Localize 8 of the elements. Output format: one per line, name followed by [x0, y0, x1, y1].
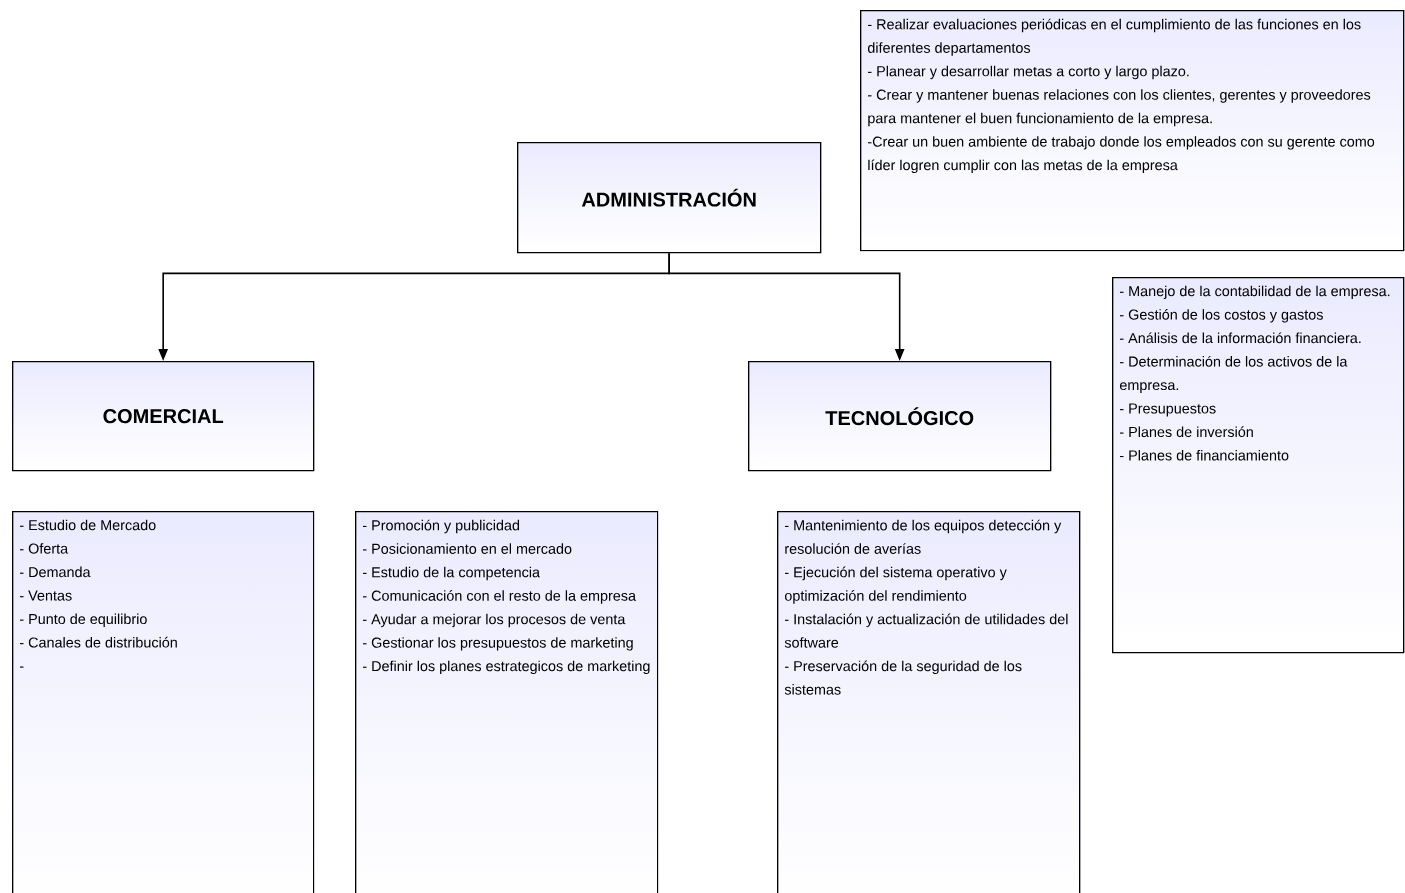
text-box: - Estudio de Mercado - Oferta - Demanda - Ventas - Punto de equilibrio - Canales de distribución - [12, 511, 315, 893]
text-box: - Mantenimiento de los equipos detección y resolución de averías - Ejecución del sistema operativo y optimización del rendimiento - Instalación y actualización de utilidades del software - Preservación de la seguridad de los sistemas [777, 511, 1081, 893]
text-box: - Realizar evaluaciones periódicas en el cumplimiento de las funciones en los diferentes departamentos - Planear y desarrollar metas a corto y largo plazo. - Crear y mantener buenas relaciones con los clientes, gerentes y proveedores para mantener el buen funcionamiento de la empresa. -Crear un buen ambiente de trabajo donde los empleados con su gerente como líder logren cumplir con las metas de la empresa [860, 10, 1405, 252]
heading-box: ADMINISTRACIÓN [517, 142, 822, 254]
text-box: - Manejo de la contabilidad de la empresa. - Gestión de los costos y gastos - Análisis de la información financiera. - Determinación de los activos de la empresa. - Presupuestos - Planes de inversión - Planes de financiamiento [1112, 277, 1405, 654]
text-box: - Promoción y publicidad - Posicionamiento en el mercado - Estudio de la competencia - Comunicación con el resto de la empresa - Ayudar a mejorar los procesos de venta - Gestionar los presupuestos de marketing - Definir los planes estrategicos de marketing [355, 511, 659, 893]
heading-box: TECNOLÓGICO [748, 361, 1052, 472]
heading-box: COMERCIAL [12, 361, 315, 472]
